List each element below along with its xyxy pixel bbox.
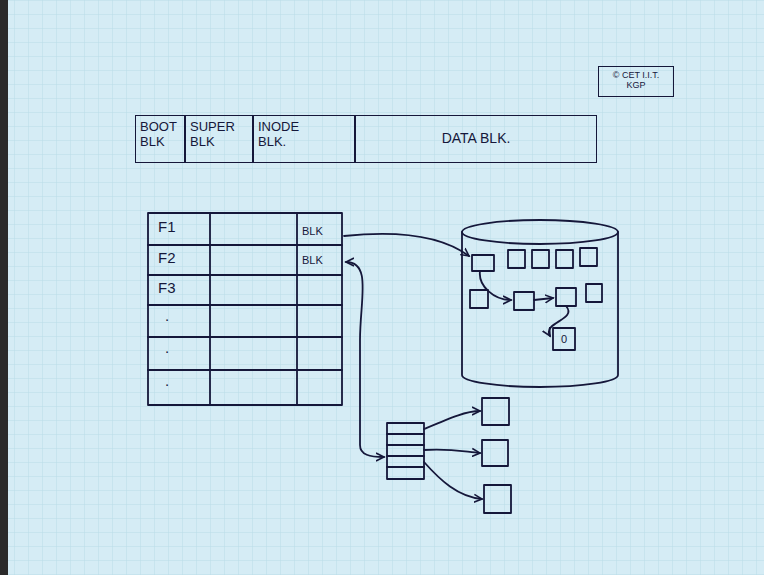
table-grid xyxy=(148,213,342,405)
pointer-arrow xyxy=(346,262,384,457)
disk-region: SUPER BLK xyxy=(185,115,253,163)
index-block xyxy=(387,423,424,479)
null-marker: 0 xyxy=(561,333,567,345)
pointer-arrow xyxy=(344,234,469,256)
ellipsis-dot: . xyxy=(165,373,169,390)
block-pointer: BLK xyxy=(302,254,323,266)
index-pointers xyxy=(424,411,482,499)
disk-cylinder xyxy=(462,220,618,387)
box-label: © CET I.I.T. KGP xyxy=(610,70,662,91)
chain-arrows xyxy=(480,271,569,336)
data-blocks xyxy=(482,398,511,513)
ellipsis-dot: . xyxy=(165,340,169,357)
file-name: F2 xyxy=(158,250,176,267)
disk-region: DATA BLK. xyxy=(355,115,597,163)
box-label: DATA BLK. xyxy=(359,130,593,146)
disk-blocks xyxy=(470,248,602,350)
box-label: BOOT BLK xyxy=(140,120,180,150)
box-label: SUPER BLK xyxy=(190,120,248,150)
frame-edge xyxy=(0,0,8,575)
disk-region: BOOT BLK xyxy=(135,115,185,163)
disk-region: INODE BLK. xyxy=(253,115,355,163)
logo-box: © CET I.I.T. KGP xyxy=(598,66,674,97)
file-name: F3 xyxy=(158,280,176,297)
ellipsis-dot: . xyxy=(165,308,169,325)
block-pointer: BLK xyxy=(302,225,323,237)
file-name: F1 xyxy=(158,219,176,236)
file-table xyxy=(148,213,342,405)
box-label: INODE BLK. xyxy=(258,120,318,150)
